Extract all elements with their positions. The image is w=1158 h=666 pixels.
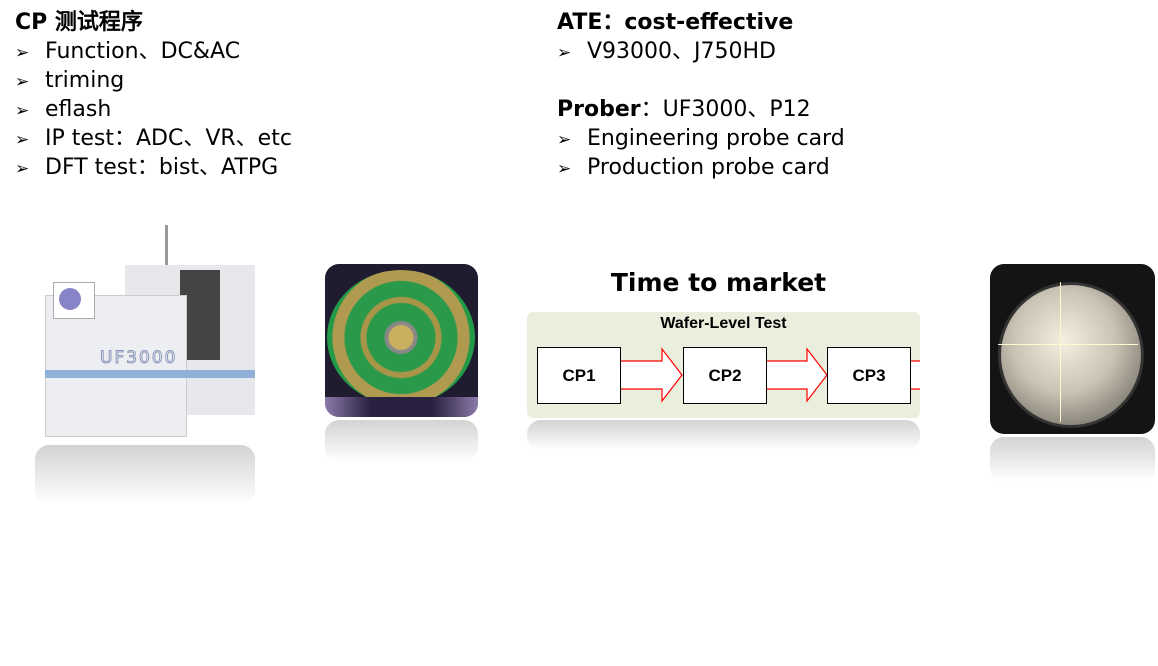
arrow-bullet-icon: ➢ — [15, 43, 30, 63]
prober-label: Prober — [557, 97, 641, 122]
probe-card-image — [325, 264, 478, 417]
equipment-column: ATE：cost-effective ➢ V93000、J750HD Prober… — [557, 8, 845, 182]
bullet-text: IP test：ADC、VR、etc — [45, 126, 292, 151]
bullet-item: ➢ Function、DC&AC — [15, 37, 292, 66]
arrow-icon — [765, 347, 828, 403]
bullet-text: eflash — [45, 97, 112, 122]
bullet-text: V93000、J750HD — [587, 39, 776, 64]
bullet-item: ➢ Engineering probe card — [557, 124, 845, 153]
prober-title: Prober：UF3000、P12 — [557, 95, 845, 124]
bullet-text: Engineering probe card — [587, 126, 845, 151]
bullet-item: ➢ eflash — [15, 95, 292, 124]
cp2-box: CP2 — [683, 347, 767, 404]
arrow-bullet-icon: ➢ — [557, 159, 572, 179]
cp-test-program-column: CP 测试程序 ➢ Function、DC&AC ➢ triming ➢ eflash… — [15, 8, 292, 182]
ate-title: ATE：cost-effective — [557, 10, 794, 35]
prober-value: ：UF3000、P12 — [640, 97, 811, 122]
bullet-text: Production probe card — [587, 155, 830, 180]
prober-machine-image: UF3000 — [35, 220, 255, 442]
bullet-text: triming — [45, 68, 125, 93]
bullet-item: ➢ IP test：ADC、VR、etc — [15, 124, 292, 153]
arrow-bullet-icon: ➢ — [557, 130, 572, 150]
bullet-item: ➢ Production probe card — [557, 153, 845, 182]
arrows — [619, 347, 920, 403]
arrow-icon — [619, 347, 683, 403]
bullet-item: ➢ V93000、J750HD — [557, 37, 845, 66]
wafer-level-test-panel: Wafer-Level Test CP1 CP2 CP3 — [527, 312, 920, 418]
cp1-box: CP1 — [537, 347, 621, 404]
bullet-item: ➢ DFT test：bist、ATPG — [15, 153, 292, 182]
prober-reflection — [35, 445, 255, 505]
bullet-text: Function、DC&AC — [45, 39, 241, 64]
arrow-bullet-icon: ➢ — [15, 130, 30, 150]
bullet-item: ➢ triming — [15, 66, 292, 95]
prober-machine-label: UF3000 — [100, 348, 178, 369]
probe-card-reflection — [325, 420, 478, 462]
wafer-level-test-title: Wafer-Level Test — [660, 315, 787, 332]
arrow-bullet-icon: ➢ — [15, 101, 30, 121]
diagram-reflection — [527, 420, 920, 450]
wafer-reflection — [990, 437, 1155, 482]
time-to-market-title: Time to market — [610, 268, 827, 297]
cp-title: CP 测试程序 — [15, 10, 143, 35]
cp3-box: CP3 — [827, 347, 911, 404]
arrow-bullet-icon: ➢ — [15, 159, 30, 179]
arrow-icon — [909, 360, 920, 390]
spacer — [557, 66, 845, 95]
bullet-text: DFT test：bist、ATPG — [45, 155, 279, 180]
arrow-bullet-icon: ➢ — [557, 43, 572, 63]
arrow-bullet-icon: ➢ — [15, 72, 30, 92]
wafer-chuck-image — [990, 264, 1155, 434]
